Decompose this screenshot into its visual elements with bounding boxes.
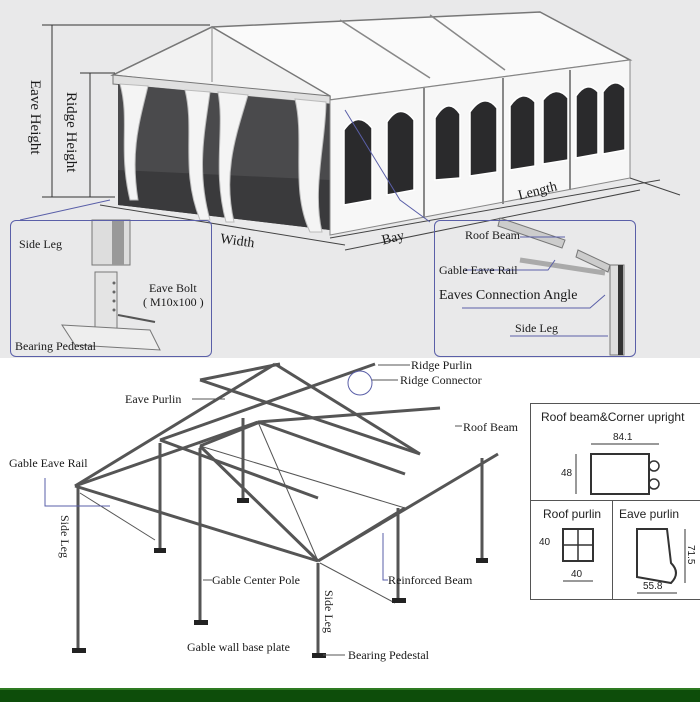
ridge-height-label: Ridge Height: [63, 92, 79, 173]
base-detail-box: Side Leg Eave Bolt ( M10x100 ) Bearing P…: [10, 220, 212, 357]
base-bearing-pedestal-label: Bearing Pedestal: [15, 339, 96, 353]
side-leg-left-label: Side Leg: [58, 515, 72, 558]
eave-height-label: Eave Height: [27, 80, 43, 155]
profile-roof-beam-corner-title: Roof beam&Corner upright: [541, 410, 685, 424]
reinforced-beam-label: Reinforced Beam: [388, 573, 473, 587]
eave-purlin-label: Eave Purlin: [125, 392, 182, 406]
ridge-purlin-label: Ridge Purlin: [411, 358, 473, 372]
profile-eave-purlin-title: Eave purlin: [619, 507, 680, 521]
roof-purlin-height-dim: 40: [539, 537, 551, 548]
gable-wall-base-plate-label: Gable wall base plate: [187, 640, 290, 654]
ridge-connector-label: Ridge Connector: [400, 373, 482, 387]
profile-roof-beam-corner: Roof beam&Corner upright 84.1 48: [530, 403, 700, 502]
frame-bearing-pedestal-label: Bearing Pedestal: [348, 648, 429, 662]
eave-purlin-height-dim: 71.5: [685, 545, 696, 565]
detail-roof-beam-label: Roof Beam: [465, 228, 520, 242]
roof-beam-width-dim: 84.1: [613, 432, 633, 443]
profile-roof-purlin-title: Roof purlin: [543, 507, 602, 521]
frame-diagram-panel: Ridge Purlin Ridge Connector Eave Purlin…: [0, 358, 700, 688]
eave-detail-box: Roof Beam Gable Eave Rail Eaves Connecti…: [434, 220, 636, 357]
eave-bolt-label: Eave Bolt: [149, 281, 197, 295]
roof-beam-height-dim: 48: [561, 468, 573, 479]
bottom-banner-bar: [0, 688, 700, 702]
tent-illustration: [19, 11, 681, 356]
roof-beam-label: Roof Beam: [463, 420, 518, 434]
gable-center-pole-label: Gable Center Pole: [212, 573, 300, 587]
side-leg-front-label: Side Leg: [322, 590, 336, 633]
roof-purlin-width-dim: 40: [571, 569, 583, 580]
eaves-connection-angle-label: Eaves Connection Angle: [439, 288, 578, 303]
tent-illustration-panel: Eave Height Ridge Height Width Length Ba…: [0, 0, 700, 358]
detail-side-leg-label: Side Leg: [515, 321, 558, 335]
profile-roof-purlin: Roof purlin 40 40: [530, 500, 614, 600]
base-side-leg-label: Side Leg: [19, 237, 62, 251]
frame-diagram: [44, 362, 499, 658]
detail-gable-eave-rail-label: Gable Eave Rail: [439, 263, 518, 277]
gable-eave-rail-label: Gable Eave Rail: [9, 456, 88, 470]
eave-purlin-width-dim: 55.8: [643, 581, 663, 592]
eave-bolt-spec-label: ( M10x100 ): [143, 295, 204, 309]
profile-eave-purlin: Eave purlin 55.8 71.5: [612, 500, 700, 600]
